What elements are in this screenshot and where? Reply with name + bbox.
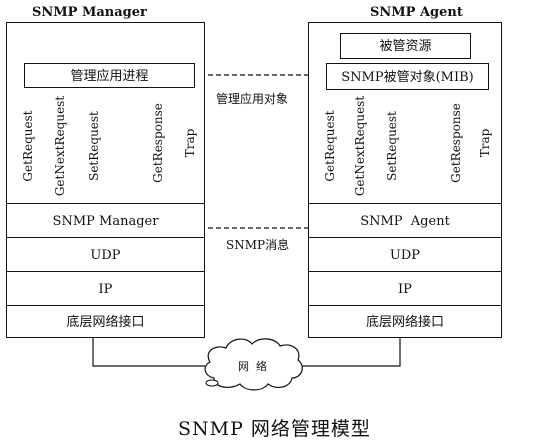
agent-cmd-getrequest: GetRequest [323, 110, 337, 182]
network-label: 网 络 [238, 360, 267, 373]
manager-title: SNMP Manager [32, 5, 147, 20]
snmp-messages-label: SNMP消息 [224, 238, 292, 252]
managed-objects-label: 管理应用对象 [214, 92, 291, 106]
agent-layer-netif: 底层网络接口 [308, 305, 502, 338]
manager-layer-udp: UDP [6, 237, 205, 272]
manager-cmd-getrequest: GetRequest [21, 110, 35, 182]
agent-resource-box: 被管资源 [340, 33, 471, 59]
agent-mib-label: SNMP被管对象(MIB) [341, 70, 474, 85]
manager-layer-snmp: SNMP Manager [6, 203, 205, 238]
network-node-icon [205, 379, 219, 387]
network-cloud-icon [204, 338, 303, 391]
diagram-caption: SNMP 网络管理模型 [178, 418, 371, 440]
agent-layer-ip: IP [308, 271, 502, 306]
agent-title: SNMP Agent [370, 5, 463, 20]
manager-cmd-setrequest: SetRequest [87, 111, 101, 181]
manager-layer-ip: IP [6, 271, 205, 306]
manager-cmd-getresponse: GetResponse [151, 103, 165, 183]
manager-process-box: 管理应用进程 [24, 63, 195, 88]
manager-process-label: 管理应用进程 [70, 69, 149, 84]
agent-resource-label: 被管资源 [379, 39, 432, 54]
agent-cmd-trap: Trap [478, 128, 492, 158]
manager-layer-netif: 底层网络接口 [6, 305, 205, 338]
network-connection [92, 337, 401, 367]
agent-layer-udp: UDP [308, 237, 502, 272]
agent-mib-box: SNMP被管对象(MIB) [326, 63, 489, 90]
agent-cmd-getresponse: GetResponse [449, 103, 463, 183]
agent-layer-snmp: SNMP Agent [308, 203, 502, 238]
manager-cmd-trap: Trap [183, 128, 197, 158]
manager-cmd-getnextrequest: GetNextRequest [53, 95, 67, 197]
agent-cmd-setrequest: SetRequest [385, 111, 399, 181]
agent-cmd-getnextrequest: GetNextRequest [353, 95, 367, 197]
